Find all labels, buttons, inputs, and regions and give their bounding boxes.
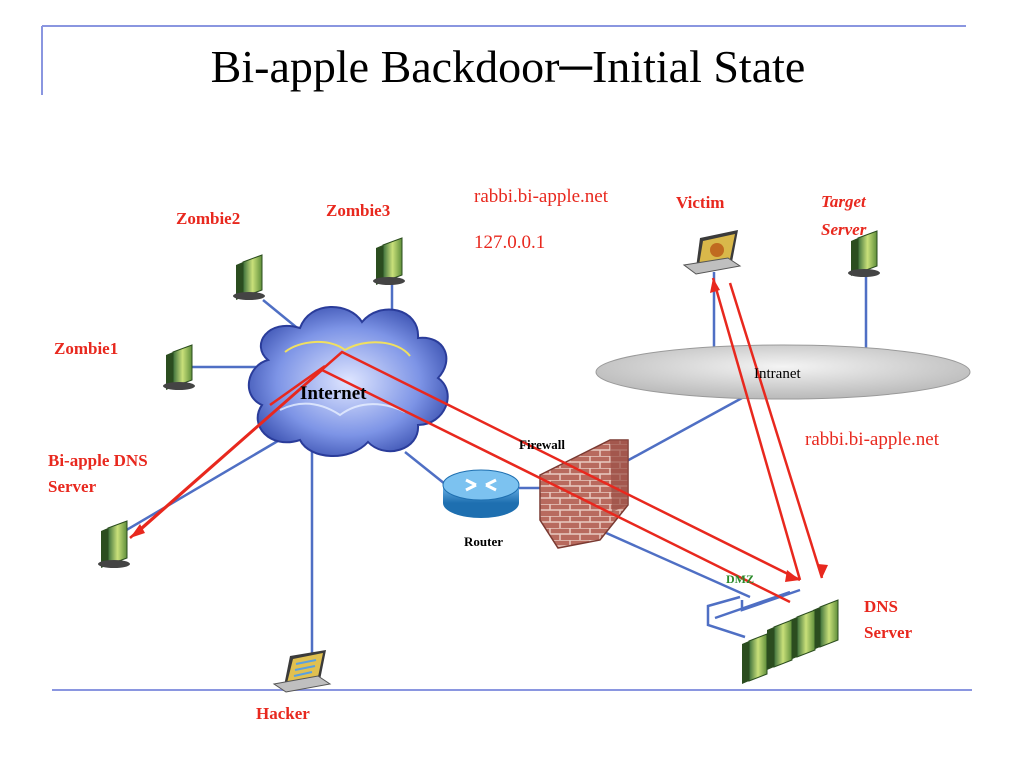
domain-name-top: rabbi.bi-apple.net [474,186,609,207]
router-label: Router [464,534,503,549]
firewall-label: Firewall [519,437,565,452]
dns-server-label-line2: Server [864,623,913,642]
laptop-hacker-icon [272,650,332,693]
internet-label: Internet [300,383,367,404]
victim-label: Victim [676,193,725,212]
internet-cloud-icon [247,306,449,457]
firewall-icon [539,439,629,549]
dns-server-label-line1: DNS [864,597,899,616]
domain-name-right: rabbi.bi-apple.net [805,429,940,450]
target-server-label-line1: Target [821,192,866,211]
arrow-heads [130,278,828,582]
zombie2-label: Zombie2 [176,209,241,228]
server-zombie2-icon [233,254,265,300]
ip-address-label: 127.0.0.1 [474,232,546,253]
router-icon [442,469,520,518]
server-target-icon [848,230,880,277]
server-cluster-dns-icon [742,599,839,684]
zombie3-label: Zombie3 [326,201,391,220]
hacker-label: Hacker [256,704,310,723]
bi-apple-dns-label-line2: Server [48,477,97,496]
intranet-label: Intranet [754,366,801,382]
intranet-ellipse-icon [595,344,971,400]
connection-lines [117,272,868,668]
attack-paths [129,277,824,604]
slide-title: Bi-apple Backdoor─Initial State [210,41,806,92]
laptop-victim-icon [682,230,742,275]
bi-apple-dns-label-line1: Bi-apple DNS [48,451,148,470]
server-zombie3-icon [373,237,405,285]
zombie1-label: Zombie1 [54,339,119,358]
server-zombie1-icon [163,344,195,390]
dmz-label: DMZ [726,572,754,586]
target-server-label-line2: Server [821,220,867,239]
server-bi-apple-dns-icon [98,520,130,568]
